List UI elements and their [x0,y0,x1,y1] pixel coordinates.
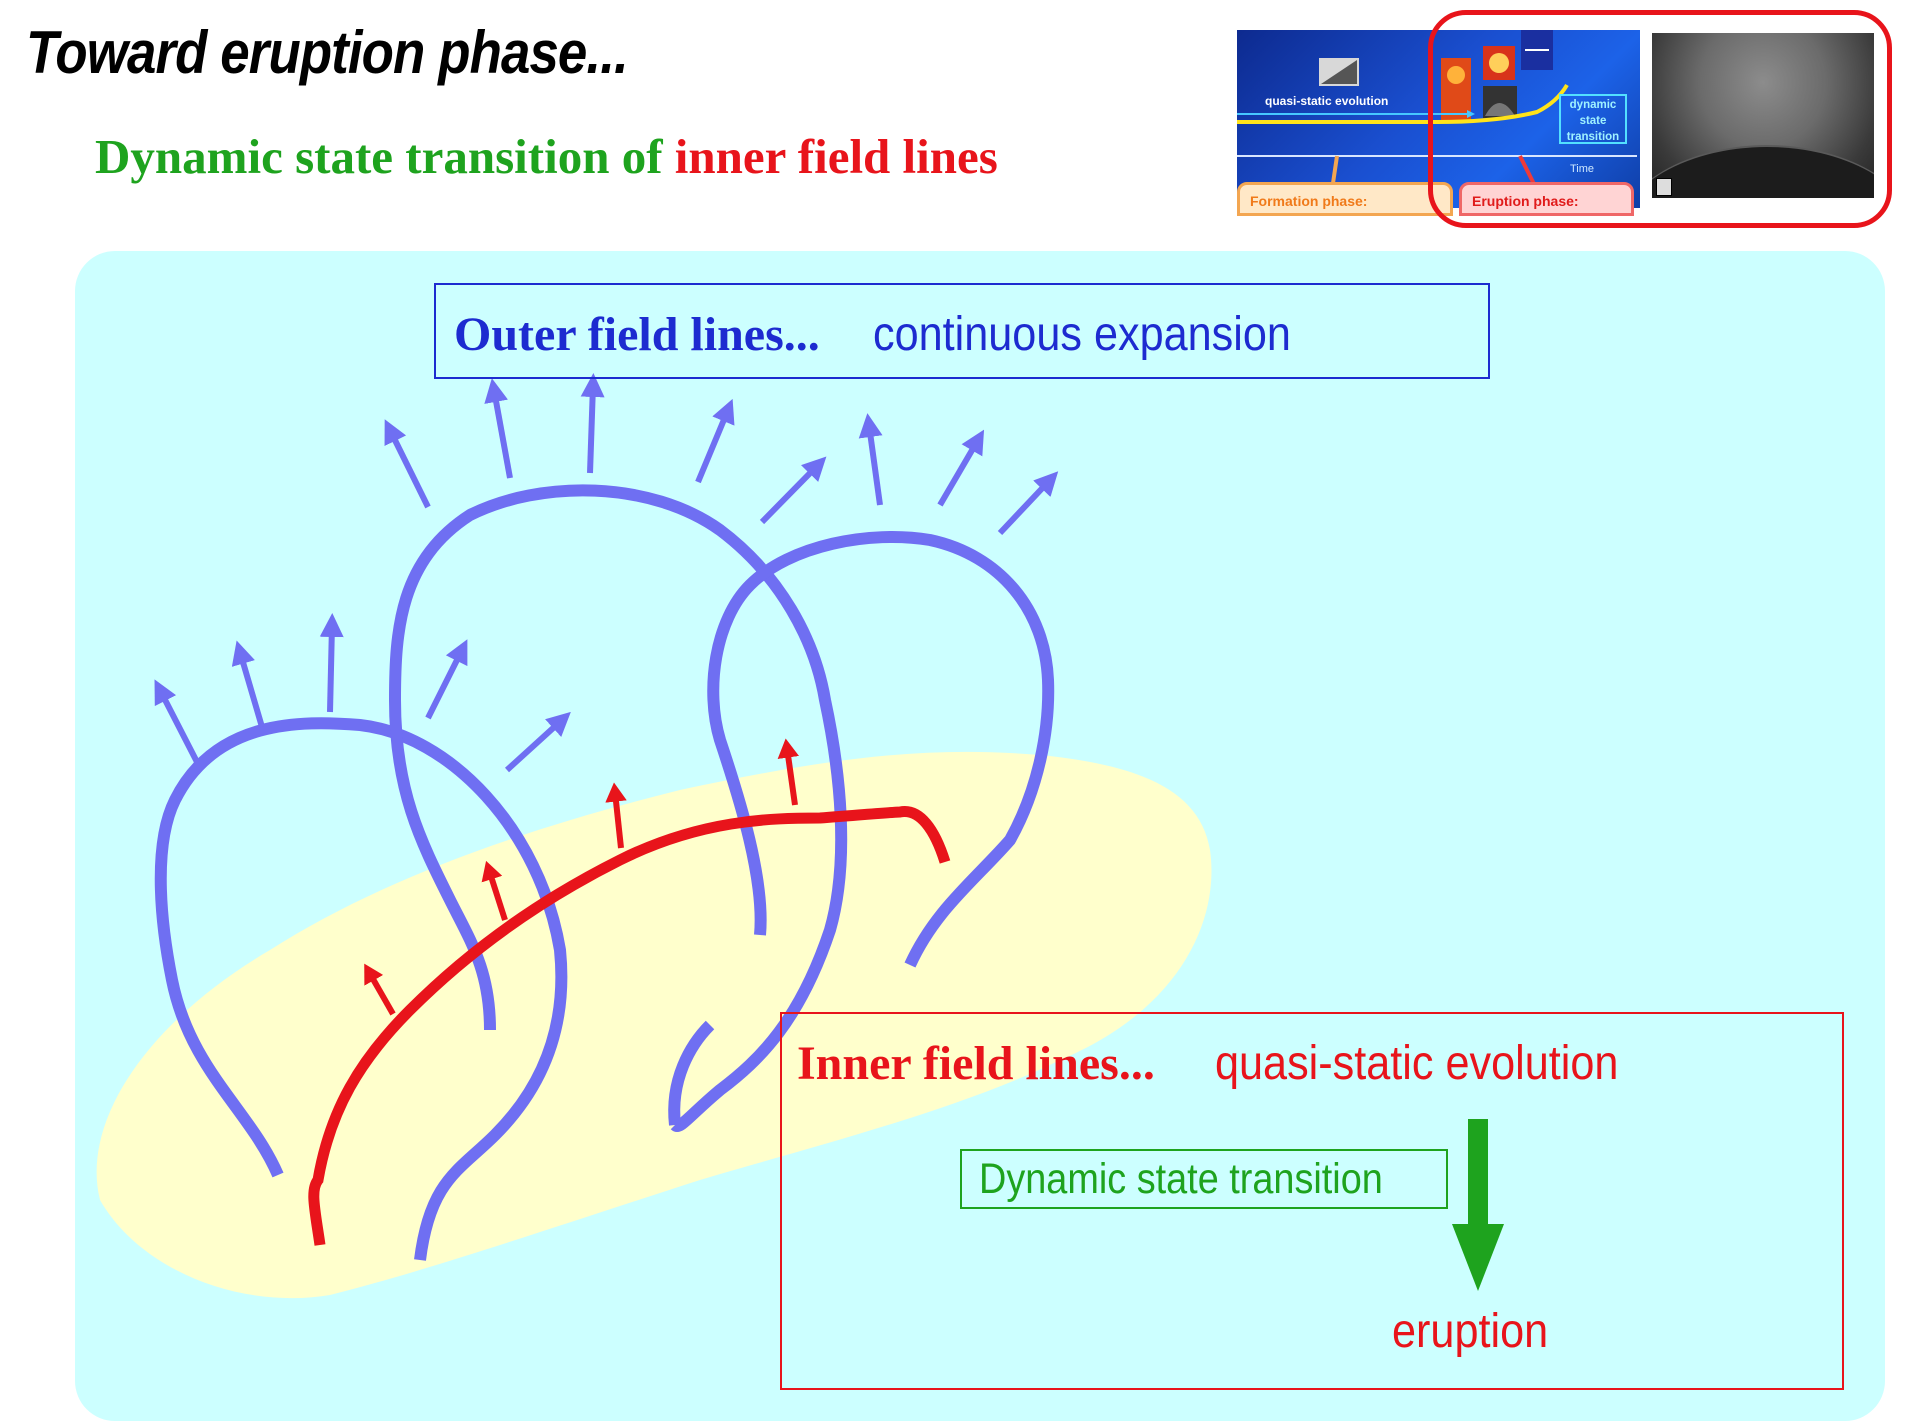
subtitle-green-text: Dynamic state transition of [95,129,675,184]
phase-timeline-thumbnail: quasi-static evolution dynamic state tra… [1237,30,1640,208]
expansion-arrow-3 [319,613,344,713]
outer-loop-right [707,531,1055,968]
expansion-arrow-6 [384,419,431,509]
thumbnail-time-label: Time [1570,163,1595,175]
eruption-phase-tab: Eruption phase: [1459,182,1634,216]
down-arrow-icon [1452,1119,1504,1291]
inner-field-lines-box: Inner field lines... quasi-static evolut… [780,1012,1844,1390]
thumbnail-image-5-arc [1485,103,1515,116]
rising-arrow-1 [364,963,396,1016]
thumbnail-image-3-glow [1489,53,1509,73]
formation-phase-tab: Formation phase: [1237,182,1453,216]
thumbnail-image-1-shade [1321,60,1357,84]
rising-arrow-3 [605,782,627,849]
thumbnail-dynamic-word-3: transition [1566,131,1620,143]
expansion-arrow-13 [997,471,1059,536]
expansion-arrow-9 [695,398,735,484]
thumbnail-yellow-curve [1237,83,1569,124]
outer-loop-center [388,484,848,1132]
dynamic-state-transition-box: Dynamic state transition [960,1149,1448,1209]
thumbnail-dynamic-box: dynamic state transition [1559,94,1627,144]
film-icon [1656,178,1672,196]
thumbnail-cyan-arrowhead [1467,110,1475,118]
subtitle-red-text: inner field lines [674,129,998,184]
rising-arrow-2 [481,860,508,921]
dynamic-state-transition-label: Dynamic state transition [979,1155,1383,1203]
thumbnail-quasi-label: quasi-static evolution [1265,94,1389,108]
slide-title: Toward eruption phase... [26,19,629,86]
slide-subtitle: Dynamic state transition of inner field … [95,128,998,185]
rising-arrow-4 [777,738,800,806]
expansion-arrow-12 [937,429,985,507]
expansion-arrows [154,373,1059,773]
inner-label-plain: quasi-static evolution [1215,1037,1619,1090]
active-region-area [96,751,1212,1299]
expansion-arrow-4 [425,639,468,720]
rising-arrows [364,738,800,1016]
thumbnail-dynamic-word-2: state [1579,115,1607,127]
eruption-label: eruption [1392,1305,1549,1358]
inner-field-line [308,806,951,1246]
expansion-arrow-5 [504,711,571,773]
outer-label-bold: Outer field lines... [454,308,820,361]
outer-field-lines [154,484,1055,1261]
outer-loop-right-lower [668,1020,715,1126]
thumbnail-dynamic-word-1: dynamic [1569,99,1617,111]
expansion-arrow-11 [858,413,883,506]
expansion-arrow-8 [580,373,605,474]
outer-field-lines-box: Outer field lines... continuous expansio… [434,283,1490,379]
thumbnail-image-2-glow [1447,66,1465,84]
expansion-arrow-7 [484,378,513,479]
expansion-arrow-2 [231,640,265,728]
expansion-arrow-1 [154,679,200,764]
expansion-arrow-10 [759,456,827,525]
inner-label-bold: Inner field lines... [797,1037,1155,1090]
eruption-phase-highlight [1428,10,1892,228]
outer-label-plain: continuous expansion [873,308,1291,361]
solar-limb-image [1652,33,1874,198]
outer-loop-left [154,717,568,1261]
